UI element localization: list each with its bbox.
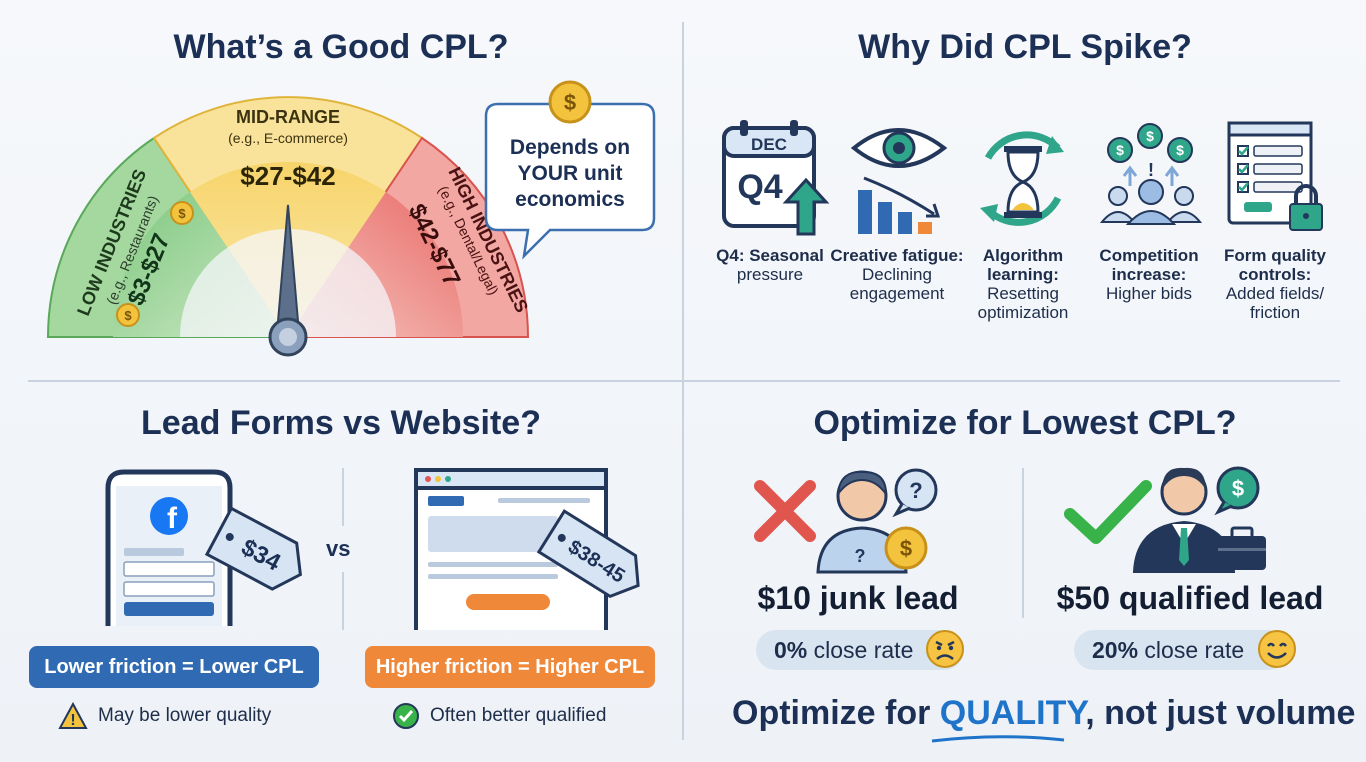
- better-qualified-note: Often better qualified: [392, 702, 606, 730]
- svg-text:$: $: [900, 536, 912, 561]
- cpl-gauge: LOW INDUSTRIES (e.g., Restaurants) $3-$2…: [46, 96, 532, 357]
- svg-text:?: ?: [909, 478, 922, 503]
- competition-icon: $ $ $ !: [1099, 123, 1203, 225]
- spike-reason-competition: Competition increase:Higher bids: [1099, 246, 1199, 303]
- website-price-tag: $38-45: [536, 509, 640, 599]
- svg-text:$: $: [564, 90, 576, 115]
- svg-text:$: $: [1146, 128, 1154, 144]
- x-mark-icon: [754, 480, 816, 542]
- svg-text:$: $: [1176, 142, 1184, 158]
- svg-text:f: f: [167, 502, 178, 535]
- svg-text:$: $: [1116, 142, 1124, 158]
- coin-icon: $: [116, 303, 140, 327]
- cpl-spike-title: Why Did CPL Spike?: [858, 28, 1192, 66]
- lower-friction-pill: Lower friction = Lower CPL: [29, 646, 319, 688]
- spike-reason-creative: Creative fatigue:Declining engagement: [830, 246, 964, 303]
- coin-icon: $: [170, 201, 194, 225]
- svg-text:!: !: [70, 712, 75, 729]
- quality-tagline: Optimize for QUALITY, not just volume: [732, 694, 1356, 732]
- qualified-lead-headline: $50 qualified lead: [1056, 580, 1324, 616]
- website-form-icon: $38-45: [414, 468, 640, 630]
- svg-text:$: $: [124, 308, 132, 323]
- lower-quality-note: ! May be lower quality: [58, 702, 271, 730]
- mid-range-sub: (e.g., E-commerce): [228, 130, 348, 146]
- phone-lead-form-icon: f $34: [105, 469, 302, 626]
- coin-icon: $: [884, 526, 928, 570]
- svg-text:Q4: Q4: [737, 168, 782, 206]
- check-circle-icon: [393, 703, 419, 729]
- calendar-icon: DEC Q4: [722, 120, 830, 236]
- form-lock-icon: [1227, 121, 1323, 231]
- question-bubble-icon: ?: [892, 468, 938, 518]
- quality-underline: [931, 735, 1065, 743]
- spike-reason-algorithm: Algorithm learning:Resetting optimizatio…: [977, 246, 1069, 322]
- coin-icon: $: [548, 80, 592, 124]
- svg-text:?: ?: [855, 546, 866, 566]
- versus-label: vs: [326, 536, 351, 561]
- check-mark-icon: [1064, 480, 1152, 544]
- svg-text:!: !: [1148, 160, 1154, 180]
- svg-text:$: $: [178, 206, 186, 221]
- unit-economics-bubble: $ Depends on YOUR unit economics: [484, 80, 656, 260]
- bubble-line-2: YOUR unit: [518, 162, 623, 185]
- bubble-line-3: economics: [515, 188, 625, 211]
- svg-text:$: $: [1232, 476, 1244, 501]
- good-cpl-title: What’s a Good CPL?: [173, 28, 509, 66]
- spike-reason-form: Form quality controls:Added fields/ fric…: [1223, 246, 1326, 322]
- junk-lead-headline: $10 junk lead: [757, 580, 959, 616]
- eye-chart-icon: [850, 128, 948, 234]
- horizontal-divider: [28, 380, 1340, 382]
- briefcase-icon: [1218, 526, 1266, 570]
- gauge-needle: [268, 204, 308, 357]
- warning-icon: !: [58, 702, 88, 729]
- bubble-line-1: Depends on: [510, 136, 630, 159]
- higher-friction-pill: Higher friction = Higher CPL: [365, 646, 655, 688]
- lead-forms-title: Lead Forms vs Website?: [141, 404, 541, 442]
- junk-lead-illustration: ? ? $: [754, 468, 938, 574]
- hourglass-cycle-icon: [980, 131, 1064, 226]
- smile-face-icon: [1258, 630, 1296, 668]
- lowest-cpl-title: Optimize for Lowest CPL?: [813, 404, 1237, 442]
- qualified-close-rate: 20% close rate: [1074, 630, 1288, 670]
- phone-price-tag: $34: [204, 506, 302, 591]
- svg-text:DEC: DEC: [751, 135, 787, 154]
- quality-emphasis: QUALITY: [939, 694, 1086, 732]
- qualified-lead-illustration: $: [1064, 466, 1266, 573]
- mid-range-label: MID-RANGE: [236, 107, 340, 127]
- dollar-bubble-icon: $: [1214, 466, 1260, 516]
- mid-range-value: $27-$42: [240, 161, 335, 191]
- frown-face-icon: [926, 630, 964, 668]
